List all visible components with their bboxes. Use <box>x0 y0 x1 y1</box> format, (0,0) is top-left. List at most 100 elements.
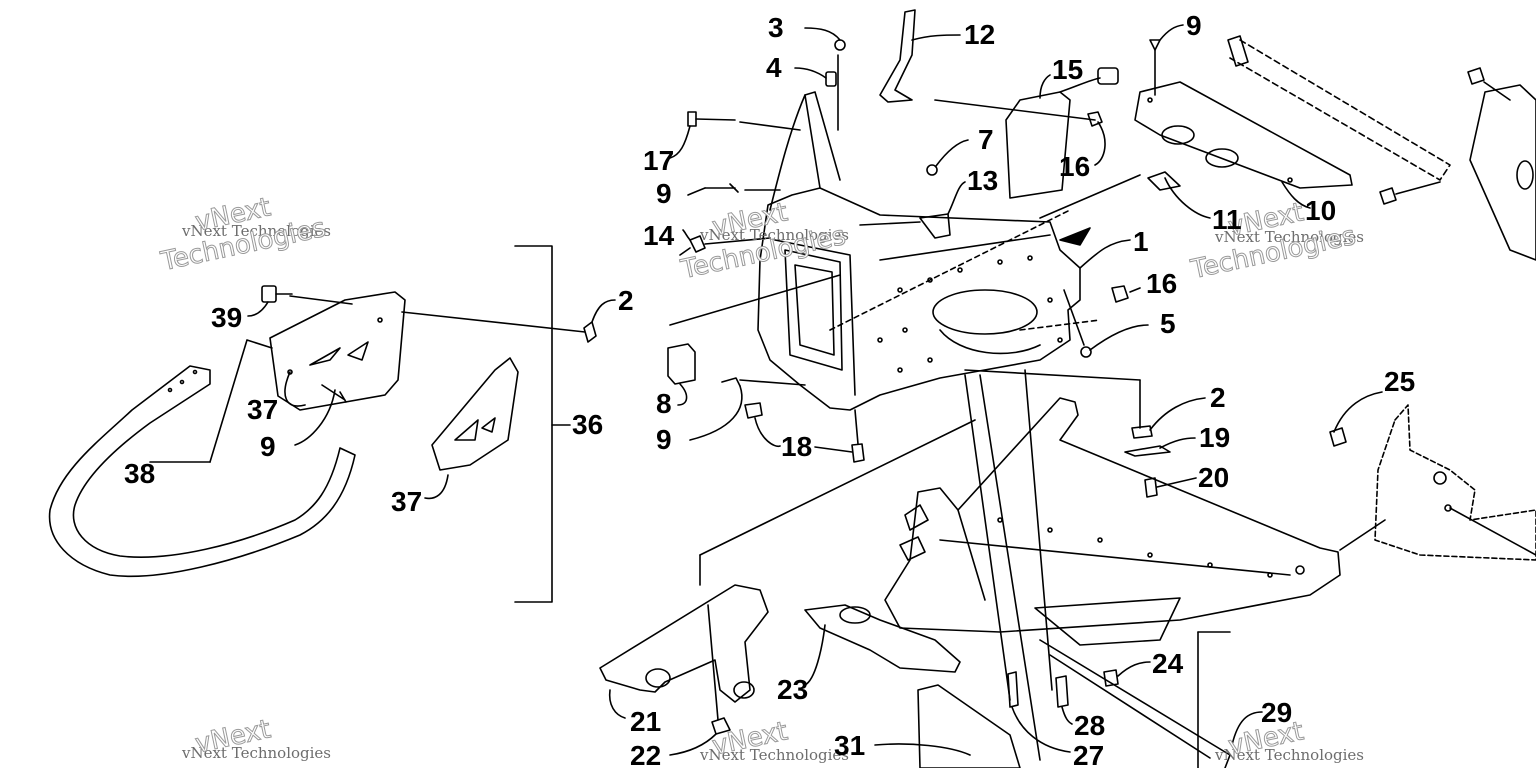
bracket-part-37-upper <box>269 291 406 411</box>
leader-9a <box>294 389 336 446</box>
bolt-9a <box>321 384 347 403</box>
callout-label: 15 <box>1052 54 1084 85</box>
callout-label: 16 <box>1146 268 1178 299</box>
callout-label: 9 <box>656 424 672 455</box>
leader-25-axis-b <box>1449 507 1536 556</box>
screw-part-7 <box>926 164 938 176</box>
washer-part-19 <box>1124 445 1171 457</box>
axis-vertical-a <box>964 374 1011 701</box>
support-part-21 <box>599 584 769 703</box>
callout-label: 37 <box>247 394 279 425</box>
rivet-part-9-a <box>704 183 739 193</box>
leader-21 <box>608 689 626 719</box>
callout-label: 9 <box>1186 10 1202 41</box>
leader-13 <box>947 181 966 215</box>
clip-part-2-right <box>1131 425 1153 439</box>
callout-label: 9 <box>656 178 672 209</box>
leader-2-left <box>401 311 586 333</box>
leader-5 <box>1089 324 1149 351</box>
callout-label: 2 <box>1210 382 1226 413</box>
lower-rail <box>1039 639 1231 768</box>
callout-label: 9 <box>260 431 276 462</box>
leader-37b <box>424 474 449 500</box>
leader-24 <box>1117 661 1151 677</box>
callout-label: 13 <box>967 165 999 196</box>
callout-label: 5 <box>1160 308 1176 339</box>
leader-29b <box>1231 711 1263 746</box>
bumper-part-38 <box>48 365 356 578</box>
plate-part-29 <box>917 684 1021 768</box>
module-part-15 <box>1005 67 1119 199</box>
chassis-frame <box>884 397 1341 646</box>
leader-23 <box>804 624 826 686</box>
rail-end-plate <box>1227 35 1249 67</box>
callout-label: 39 <box>211 302 243 333</box>
leader-8-axis <box>669 274 841 326</box>
leader-27 <box>1011 706 1071 753</box>
callout-label: 2 <box>618 285 634 316</box>
leader-3 <box>804 27 841 41</box>
leader-16b <box>1129 287 1141 293</box>
rivet-part-9-top <box>1149 39 1161 51</box>
callout-label: 12 <box>964 19 996 50</box>
leader-28 <box>1061 706 1073 725</box>
screw-part-5 <box>1080 346 1092 358</box>
axis-vertical-c <box>979 374 1041 761</box>
bracket-part-37-lower <box>431 357 519 471</box>
leader-4 <box>794 67 827 79</box>
leader-22 <box>669 733 717 756</box>
callout-label: 19 <box>1199 422 1231 453</box>
callout-label: 10 <box>1305 195 1337 226</box>
leader-2c <box>1149 397 1206 431</box>
dashed-leader-1 <box>829 209 1071 331</box>
group-bracket-36 <box>514 245 553 603</box>
leader-2a <box>591 299 616 323</box>
callout-label: 28 <box>1074 710 1106 741</box>
callout-label: 16 <box>1059 151 1091 182</box>
leader-37a <box>284 371 306 407</box>
block-part-8 <box>667 343 696 385</box>
nut-part-16-right <box>1111 285 1129 303</box>
callout-label: 22 <box>630 740 662 771</box>
leader-1b <box>1079 239 1131 269</box>
callout-label: 27 <box>1073 740 1105 771</box>
callout-label: 3 <box>768 12 784 43</box>
nut-part-25 <box>1329 427 1347 447</box>
leader-9b <box>687 187 706 196</box>
bolt-part-18b <box>851 443 865 463</box>
bracket-part-11 <box>1147 171 1181 191</box>
callout-label: 25 <box>1384 366 1416 397</box>
leader-8 <box>677 383 688 406</box>
leader-25 <box>1333 391 1383 433</box>
leader-18-axis <box>854 409 859 445</box>
callout-label: 29 <box>1261 697 1293 728</box>
leader-9c <box>689 385 743 441</box>
front-frame-main <box>757 91 1081 411</box>
callout-label: 17 <box>643 145 675 176</box>
leader-17-axis <box>739 121 801 131</box>
bolt-part-28 <box>1055 675 1069 708</box>
callout-label: 4 <box>766 52 782 83</box>
leader-14 <box>682 229 691 241</box>
leader-5-axis <box>1063 289 1085 346</box>
leader-25-axis <box>1339 519 1386 551</box>
arrow-marker <box>1059 227 1091 246</box>
bolt-part-17 <box>687 111 736 127</box>
nut-part-16-top <box>1087 111 1103 127</box>
support-part-23 <box>804 604 961 673</box>
leader-2-right-axis <box>964 369 1141 381</box>
leader-39-line <box>289 295 353 305</box>
leader-7 <box>935 139 969 167</box>
bolt-part-39 <box>261 285 293 303</box>
mirror-part-12 <box>879 9 916 103</box>
leader-10 <box>1281 181 1311 209</box>
callout-label: 21 <box>630 706 662 737</box>
leader-39 <box>247 301 269 317</box>
callout-label: 24 <box>1152 648 1184 679</box>
bolt-part-24 <box>1103 669 1119 687</box>
leader-9-top <box>1159 24 1184 41</box>
axis-vertical-b <box>1024 369 1053 691</box>
leader-11 <box>1164 177 1211 219</box>
leader-17 <box>669 125 691 159</box>
